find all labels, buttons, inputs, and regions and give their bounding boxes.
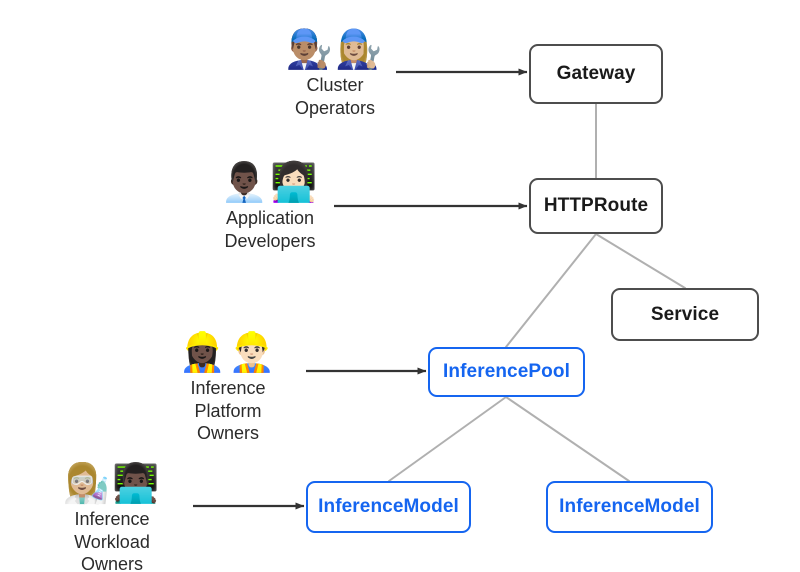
persona-cluster-operators: 👨🏽‍🔧👩🏼‍🔧Cluster Operators	[285, 27, 385, 119]
node-gateway[interactable]: Gateway	[529, 44, 663, 104]
node-label: InferencePool	[443, 361, 570, 382]
edge-httproute-to-inferencepool	[505, 233, 597, 348]
node-label: HTTPRoute	[543, 195, 649, 216]
persona-inference-platform-owners: 👷🏿‍♀️👷🏻‍♂️Inference Platform Owners	[178, 330, 278, 445]
node-inferencemodel-left[interactable]: InferenceModel	[306, 481, 471, 533]
node-service[interactable]: Service	[611, 288, 759, 341]
edge-inferencepool-to-inferencemodel-left	[388, 396, 507, 482]
node-label: InferenceModel	[559, 496, 700, 517]
man-mechanic-icon woman-mechanic-icon: 👨🏽‍🔧👩🏼‍🔧	[285, 27, 385, 71]
woman-scientist-icon man-technologist-icon: 👩🏼‍🔬👨🏿‍💻	[62, 461, 162, 505]
persona-label: Inference Platform Owners	[190, 377, 266, 444]
edge-httproute-to-service	[595, 233, 686, 289]
persona-application-developers: 👨🏿‍💼👩🏻‍💻Application Developers	[220, 160, 320, 252]
node-inferencemodel-right[interactable]: InferenceModel	[546, 481, 713, 533]
node-httproute[interactable]: HTTPRoute	[529, 178, 663, 234]
persona-label: Cluster Operators	[294, 74, 376, 118]
node-label: InferenceModel	[318, 496, 459, 517]
edge-inferencepool-to-inferencemodel-right	[505, 396, 630, 482]
persona-label: Inference Workload Owners	[74, 508, 150, 572]
node-label: Gateway	[556, 63, 636, 84]
man-office-worker-icon woman-technologist-icon: 👨🏿‍💼👩🏻‍💻	[220, 160, 320, 204]
woman-construction-worker-icon man-construction-worker-icon: 👷🏿‍♀️👷🏻‍♂️	[178, 330, 278, 374]
persona-inference-workload-owners: 👩🏼‍🔬👨🏿‍💻Inference Workload Owners	[62, 461, 162, 572]
node-label: Service	[650, 303, 720, 325]
node-inferencepool[interactable]: InferencePool	[428, 347, 585, 397]
persona-label: Application Developers	[224, 207, 316, 251]
